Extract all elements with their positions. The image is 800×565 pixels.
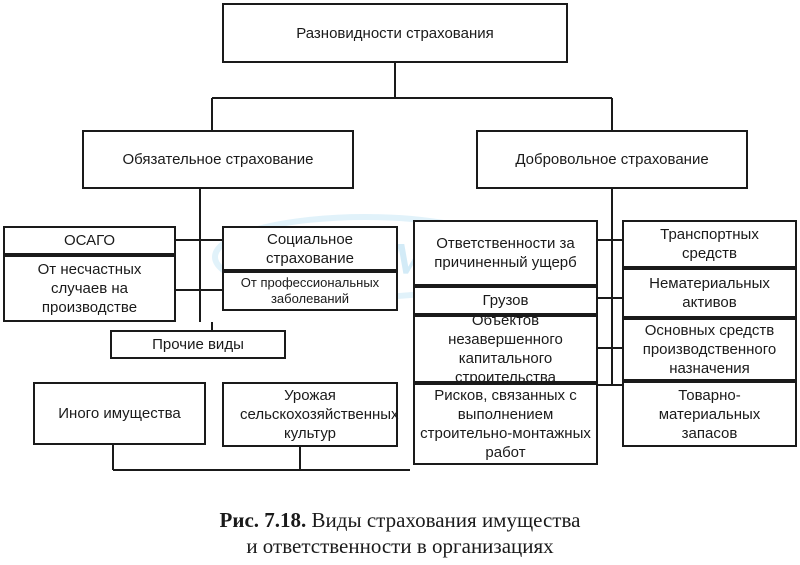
fixed-assets-label: Основных средств производственного назна… xyxy=(642,322,777,377)
other-property-box: Иного имущества xyxy=(33,382,206,445)
voluntary-box: Добровольное страхование xyxy=(476,130,748,189)
mandatory-box: Обязательное страхование xyxy=(82,130,354,189)
liability-box: Ответственности за причиненный ущерб xyxy=(413,220,598,286)
prof-diseases-box: От профессиональных заболеваний xyxy=(222,271,398,311)
accidents-label: От несчастных случаев на производстве xyxy=(37,261,142,316)
construction-risks-box: Рисков, связанных с выполнением строител… xyxy=(413,383,598,465)
social-box: Социальное страхование xyxy=(222,226,398,271)
osago-box: ОСАГО xyxy=(3,226,176,255)
intangible-box: Нематериальных активов xyxy=(622,268,797,318)
root-box: Разновидности страхования xyxy=(222,3,568,63)
other-property-label: Иного имущества xyxy=(58,405,181,422)
figure-caption: Рис. 7.18. Виды страхования имущества и … xyxy=(0,507,800,559)
construction-risks-label: Рисков, связанных с выполнением строител… xyxy=(420,387,591,461)
caption-title: Виды страхования имущества xyxy=(311,508,581,532)
osago-label: ОСАГО xyxy=(63,232,116,249)
voluntary-label: Добровольное страхование xyxy=(515,151,709,168)
construction-objects-label: Объектов незавершенного капитального стр… xyxy=(448,312,563,386)
other-types-box: Прочие виды xyxy=(110,330,286,359)
accidents-box: От несчастных случаев на производстве xyxy=(3,255,176,322)
fixed-assets-box: Основных средств производственного назна… xyxy=(622,318,797,381)
caption-line-1: Рис. 7.18. Виды страхования имущества xyxy=(0,507,800,533)
inventory-box: Товарно-материальных запасов xyxy=(622,381,797,447)
liability-label: Ответственности за причиненный ущерб xyxy=(434,235,577,271)
social-label: Социальное страхование xyxy=(266,230,354,267)
cargo-box: Грузов xyxy=(413,286,598,315)
prof-diseases-label: От профессиональных заболеваний xyxy=(240,275,380,306)
transport-label: Транспортных средств xyxy=(660,226,759,262)
root-label: Разновидности страхования xyxy=(296,24,494,42)
mandatory-label: Обязательное страхование xyxy=(122,151,314,168)
inventory-label: Товарно-материальных запасов xyxy=(658,386,761,442)
other-types-label: Прочие виды xyxy=(152,336,244,353)
crops-box: Урожая сельскохозяйственных культур xyxy=(222,382,399,447)
intangible-label: Нематериальных активов xyxy=(649,275,770,311)
caption-line-2: и ответственности в организациях xyxy=(246,534,554,558)
transport-box: Транспортных средств xyxy=(622,220,797,268)
cargo-label: Грузов xyxy=(482,292,529,309)
construction-objects-box: Объектов незавершенного капитального стр… xyxy=(413,312,598,386)
caption-number: Рис. 7.18. xyxy=(219,508,307,532)
crops-label: Урожая сельскохозяйственных культур xyxy=(240,387,399,442)
